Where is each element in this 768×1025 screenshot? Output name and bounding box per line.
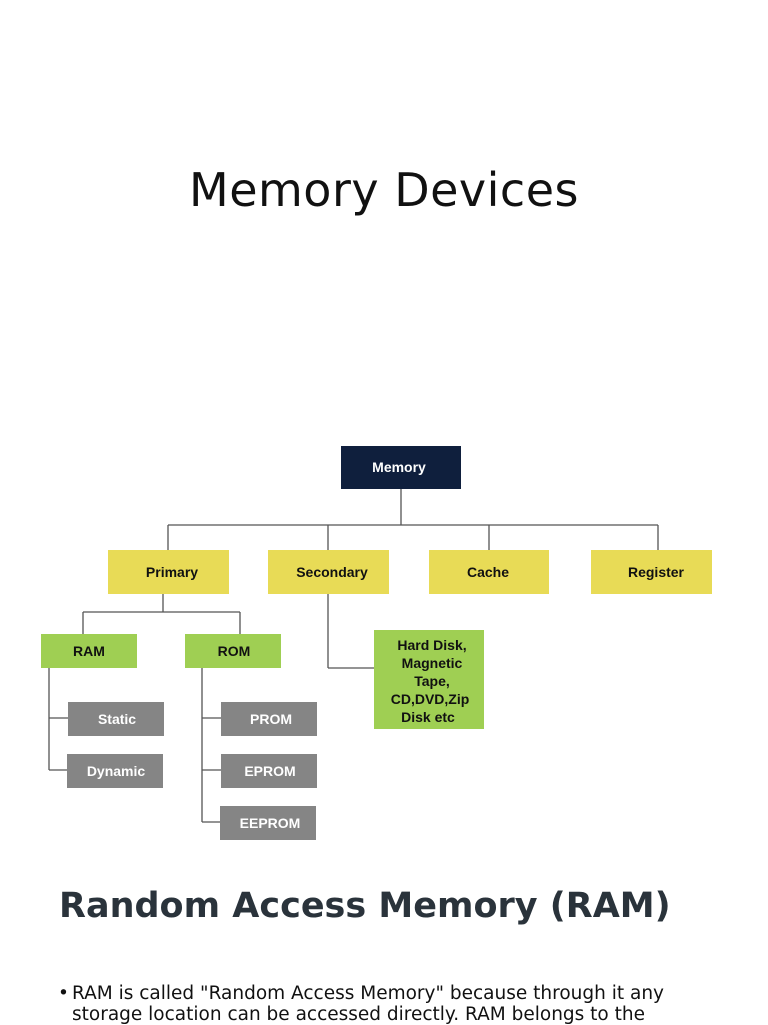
dynamic-node-box: [67, 754, 163, 788]
eeprom-node-box: [220, 806, 316, 840]
cache-node-label: Cache: [467, 564, 509, 580]
prom-node-box: [221, 702, 317, 736]
register-node-box: [591, 550, 712, 594]
bullet-text: RAM is called "Random Access Memory" bec…: [72, 983, 664, 1025]
eeprom-node-label: EEPROM: [240, 815, 301, 831]
ram-node-label: RAM: [73, 643, 105, 659]
secondary-devices-line-2: Magnetic: [402, 655, 463, 671]
connector-lines: [48, 489, 659, 823]
static-node-label: Static: [98, 711, 136, 727]
bullet-item: • RAM is called "Random Access Memory" b…: [58, 983, 718, 1025]
primary-node: Primary: [108, 550, 229, 594]
register-node: Register: [591, 550, 712, 594]
bullet-marker: •: [58, 983, 69, 1004]
rom-node-box: [185, 634, 281, 668]
rom-node-label: ROM: [218, 643, 251, 659]
eprom-node-label: EPROM: [244, 763, 295, 779]
rom-node: ROM: [185, 634, 281, 668]
dynamic-node: Dynamic: [67, 754, 163, 788]
eeprom-node: EEPROM: [220, 806, 316, 840]
secondary-node-label: Secondary: [296, 564, 368, 580]
static-node: Static: [68, 702, 164, 736]
primary-node-label: Primary: [146, 564, 198, 580]
secondary-devices-line-1: Hard Disk,: [397, 637, 466, 653]
secondary-devices-line-4: CD,DVD,Zip: [391, 691, 470, 707]
secondary-node: Secondary: [268, 550, 389, 594]
memory-node: Memory: [341, 446, 461, 489]
prom-node: PROM: [221, 702, 317, 736]
prom-node-label: PROM: [250, 711, 292, 727]
secondary-devices-line-5: Disk etc: [401, 709, 455, 725]
memory-node-label: Memory: [372, 459, 426, 475]
eprom-node-box: [221, 754, 317, 788]
ram-node-box: [41, 634, 137, 668]
ram-node: RAM: [41, 634, 137, 668]
eprom-node: EPROM: [221, 754, 317, 788]
memory-node-box: [341, 446, 461, 489]
secondary-devices-box: [374, 630, 484, 729]
primary-node-box: [108, 550, 229, 594]
secondary-devices-line-3: Tape,: [414, 673, 450, 689]
secondary-node-box: [268, 550, 389, 594]
static-node-box: [68, 702, 164, 736]
cache-node-box: [429, 550, 549, 594]
secondary-devices-node: Hard Disk, Magnetic Tape, CD,DVD,Zip Dis…: [374, 630, 484, 729]
cache-node: Cache: [429, 550, 549, 594]
section-heading: Random Access Memory (RAM): [59, 886, 671, 926]
register-node-label: Register: [628, 564, 685, 580]
slide-title: Memory Devices: [189, 163, 579, 217]
dynamic-node-label: Dynamic: [87, 763, 146, 779]
